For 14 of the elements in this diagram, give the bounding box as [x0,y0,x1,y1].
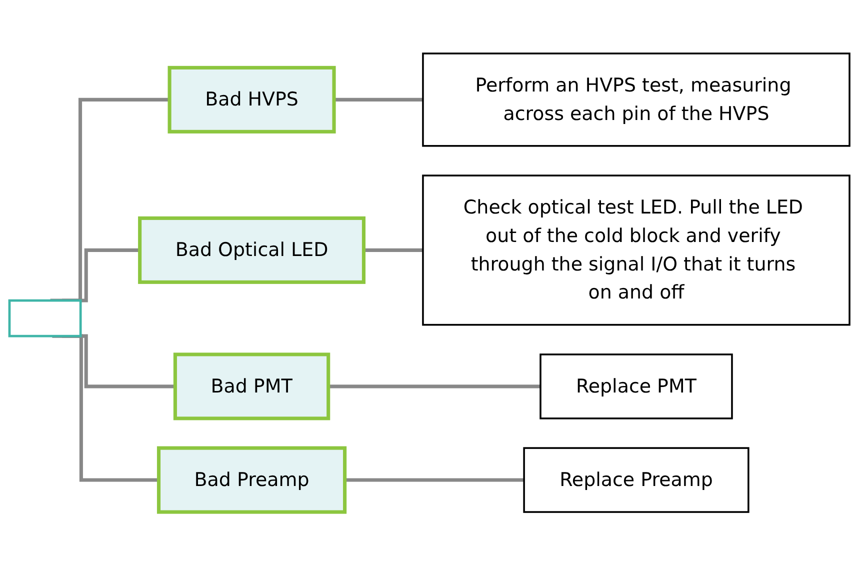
node-box: Bad HVPS [168,66,336,134]
node-box: Perform an HVPS test, measuring across each pin of the HVPS [422,52,850,147]
node-box: Bad Preamp [156,446,347,514]
node-box: Bad PMT [173,352,330,420]
node-box: Bad Optical LED [138,216,366,284]
connector [344,478,524,482]
connector [52,334,159,482]
node-box: Check optical test LED. Pull the LED out of the cold block and verify through the signal I/O that it turns on and off [422,174,850,326]
connector [328,384,540,388]
node-box [8,299,82,337]
node-box: Replace Preamp [523,446,750,513]
node-box: Replace PMT [540,353,733,420]
connector [364,248,423,252]
connector [334,98,423,102]
